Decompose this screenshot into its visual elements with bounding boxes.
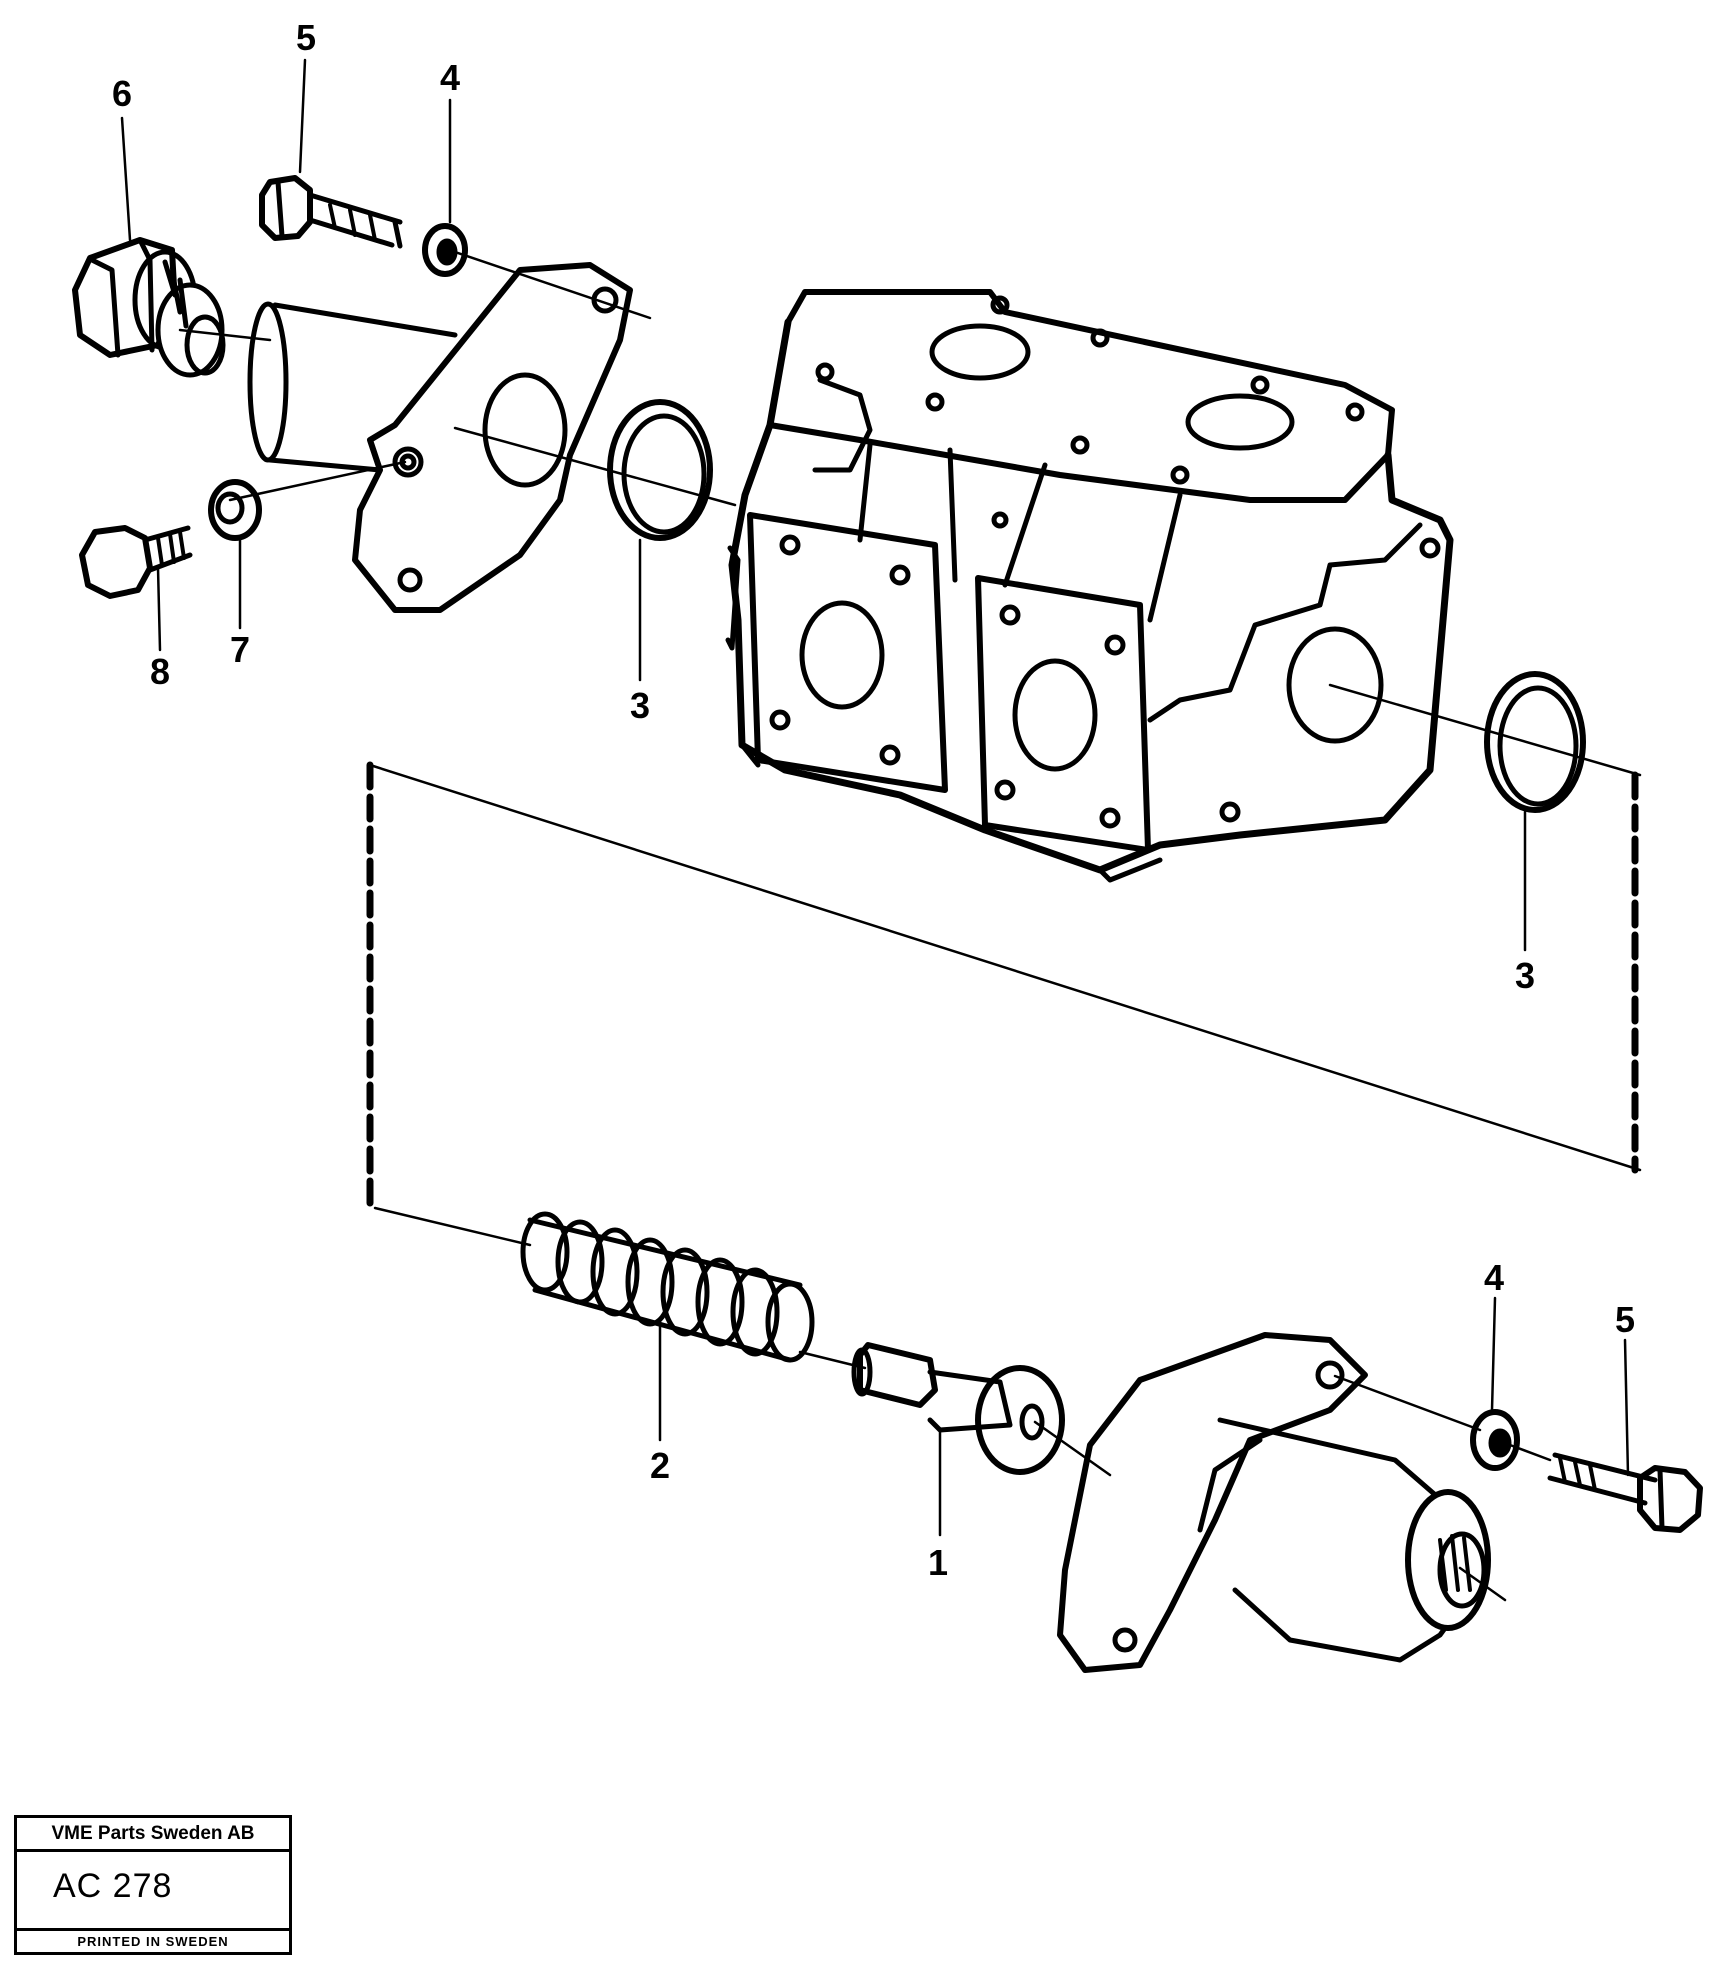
callout-3-right: 3 — [1515, 955, 1535, 996]
o-ring-3-upper — [607, 399, 713, 541]
callout-5-upper: 5 — [296, 17, 316, 58]
washer-4-lower — [1470, 1409, 1520, 1471]
callout-2: 2 — [650, 1445, 670, 1486]
dashed-assembly-bracket — [366, 761, 1639, 1212]
publisher-stamp: VME Parts Sweden AB AC 278 PRINTED IN SW… — [14, 1815, 292, 1955]
piston-1 — [851, 1342, 1065, 1475]
printed-notice: PRINTED IN SWEDEN — [17, 1928, 289, 1952]
assembly-axis-lines — [178, 250, 1642, 1602]
lower-cover-flange — [1057, 1332, 1491, 1673]
valve-housing — [725, 289, 1454, 883]
illustration-code: AC 278 — [53, 1867, 173, 1905]
callout-labels: 5 4 6 7 8 3 3 2 1 4 5 — [112, 17, 1635, 1583]
callout-3-upper: 3 — [630, 685, 650, 726]
publisher-name: VME Parts Sweden AB — [17, 1818, 289, 1852]
plug-6 — [72, 237, 226, 378]
callout-8: 8 — [150, 651, 170, 692]
leader-lines — [120, 58, 1630, 1537]
callout-7: 7 — [230, 629, 250, 670]
bolt-5-lower — [1547, 1452, 1703, 1533]
callout-5-lower: 5 — [1615, 1299, 1635, 1340]
upper-cover-cylinder — [247, 301, 458, 473]
callout-4-upper: 4 — [440, 57, 460, 98]
plug-8 — [79, 525, 193, 599]
bolt-5-upper — [259, 175, 403, 249]
callout-1: 1 — [928, 1542, 948, 1583]
o-ring-3-right — [1484, 671, 1586, 813]
spring-2 — [520, 1211, 815, 1363]
washer-7 — [208, 479, 262, 541]
callout-6: 6 — [112, 73, 132, 114]
washer-4-upper — [422, 223, 468, 277]
callout-4-lower: 4 — [1484, 1257, 1504, 1298]
